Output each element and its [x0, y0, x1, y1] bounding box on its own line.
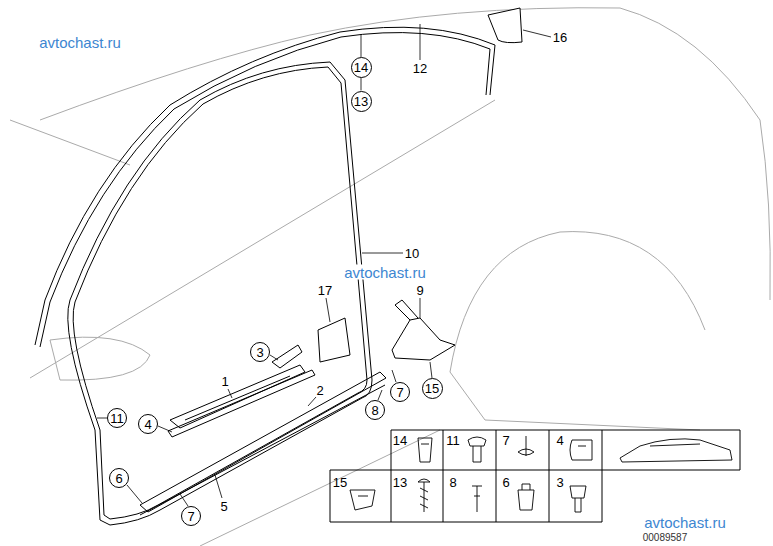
table-cell: 4	[556, 434, 563, 447]
leader-line	[420, 24, 421, 60]
rocker-line	[450, 372, 700, 430]
door-seal	[73, 67, 367, 519]
leader-line	[215, 475, 222, 498]
callout-circle: 14	[351, 57, 372, 78]
parts-table	[330, 430, 740, 522]
clip-icon	[418, 438, 432, 462]
bonnet-line	[10, 120, 130, 165]
callout-circle: 7	[390, 382, 410, 402]
leader-line	[430, 362, 432, 378]
table-cell: 15	[333, 476, 347, 489]
diagram-code: 00089587	[643, 533, 688, 543]
roof-line	[40, 8, 620, 120]
leader-line	[326, 298, 330, 322]
bracket	[392, 318, 455, 360]
leader-line	[362, 253, 403, 254]
callout-number: 2	[316, 384, 323, 397]
callout-circle: 15	[422, 378, 443, 399]
clip-icon	[472, 486, 482, 512]
table-cell: 11	[446, 434, 460, 447]
callout-circle: 6	[109, 468, 129, 488]
callout-number: 10	[405, 247, 419, 260]
door-seal	[68, 62, 372, 525]
table-cell: 7	[502, 434, 509, 447]
callout-number: 7	[187, 510, 194, 523]
clip-icon	[570, 440, 592, 460]
rear-line	[620, 8, 760, 120]
callout-circle: 11	[107, 408, 127, 428]
callout-number: 8	[371, 404, 378, 417]
table-cell: 8	[449, 476, 456, 489]
callout-number: 16	[553, 31, 567, 44]
parts	[35, 8, 522, 525]
bracket	[395, 300, 418, 320]
leader-line	[180, 494, 188, 506]
leader-line	[127, 485, 142, 503]
leader-line	[228, 389, 232, 398]
watermark: avtochast.ru	[642, 515, 728, 530]
table-grid	[330, 430, 740, 522]
clip-icon	[468, 437, 486, 462]
table-cell: 13	[393, 476, 407, 489]
wheel-arch	[450, 232, 705, 372]
leader-line	[158, 426, 172, 432]
clip-icons	[350, 436, 732, 512]
clip-icon	[570, 486, 586, 512]
trim-piece	[272, 345, 302, 368]
clip-icon	[418, 479, 430, 512]
leader-line	[392, 370, 396, 382]
rear-outline	[760, 120, 770, 300]
callout-circle: 4	[138, 414, 158, 434]
callout-circle: 7	[181, 506, 201, 526]
sill-strip	[168, 370, 315, 437]
leader-line	[308, 397, 316, 406]
car-icon	[620, 439, 732, 462]
leader-line	[523, 30, 551, 37]
table-cell: 6	[502, 476, 509, 489]
car-body	[10, 8, 770, 546]
watermark: avtochast.ru	[37, 35, 123, 50]
sill-strip	[140, 385, 385, 515]
callout-number: 14	[354, 61, 368, 74]
clip-icon	[518, 436, 534, 456]
callout-number: 1	[221, 375, 228, 388]
callout-number: 15	[425, 382, 439, 395]
belt-line	[30, 100, 495, 378]
leader-line	[378, 390, 382, 400]
table-cell: 3	[556, 476, 563, 489]
callout-number: 4	[144, 418, 151, 431]
roof-molding	[40, 33, 490, 347]
mirror	[50, 337, 150, 380]
callout-circle: 3	[250, 342, 270, 362]
callout-number: 17	[318, 284, 332, 297]
watermark: avtochast.ru	[342, 265, 428, 280]
end-cap	[488, 8, 522, 43]
callout-number: 13	[354, 95, 368, 108]
callout-number: 12	[413, 62, 427, 75]
callout-circle: 13	[351, 91, 372, 112]
callout-circle: 8	[365, 400, 385, 420]
sill-strip	[170, 365, 305, 428]
callout-number: 3	[256, 346, 263, 359]
sill-line	[200, 430, 440, 546]
callout-number: 7	[396, 386, 403, 399]
callout-number: 9	[416, 284, 423, 297]
leader-lines	[97, 24, 551, 506]
trim-piece	[318, 318, 350, 362]
callout-number: 6	[115, 472, 122, 485]
sill-strip	[140, 372, 386, 512]
clip-icon	[350, 490, 375, 510]
callout-number: 11	[110, 412, 124, 425]
leader-line	[361, 34, 362, 57]
callout-number: 5	[220, 500, 227, 513]
leader-line	[97, 418, 107, 419]
clip-icon	[518, 484, 534, 510]
table-cell: 14	[393, 434, 407, 447]
roof-molding	[35, 27, 495, 345]
sill-strip	[185, 376, 290, 420]
leader-line	[270, 355, 278, 360]
leader-connector	[361, 78, 362, 91]
leader-line	[420, 298, 421, 318]
